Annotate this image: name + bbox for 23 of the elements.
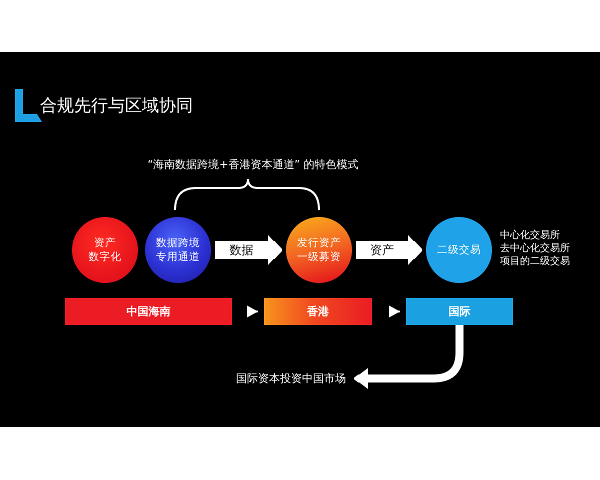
side-note: 项目的二级交易 (500, 255, 570, 268)
arrow (354, 325, 464, 389)
arrow (389, 306, 400, 318)
slide-title: 合规先行与区域协同 (40, 96, 193, 116)
edge-label: 资产 (369, 243, 395, 257)
node-label: 发行资产一级募资 (296, 236, 342, 264)
side-note: 中心化交易所 (500, 229, 561, 242)
node-label: 资产数字化 (88, 236, 122, 264)
region-bar (65, 298, 232, 325)
node-label: 数据跨境专用通道 (155, 236, 201, 264)
flow-text: 国际资本投资中国市场 (236, 371, 346, 386)
side-note: 去中心化交易所 (500, 242, 570, 255)
bar-label: 中国海南 (126, 304, 170, 318)
arrow (215, 235, 282, 265)
arrow (356, 235, 422, 265)
node-label: 二级交易 (437, 243, 481, 257)
region-bar (264, 298, 372, 325)
annotation-text: “海南数据跨境+香港资本通道” 的特色模式 (147, 158, 359, 172)
arrow (247, 306, 258, 318)
region-bar (406, 298, 513, 325)
edge-label: 数据 (228, 243, 254, 257)
bar-label: 香港 (307, 304, 329, 318)
bar-label: 国际 (448, 304, 470, 318)
